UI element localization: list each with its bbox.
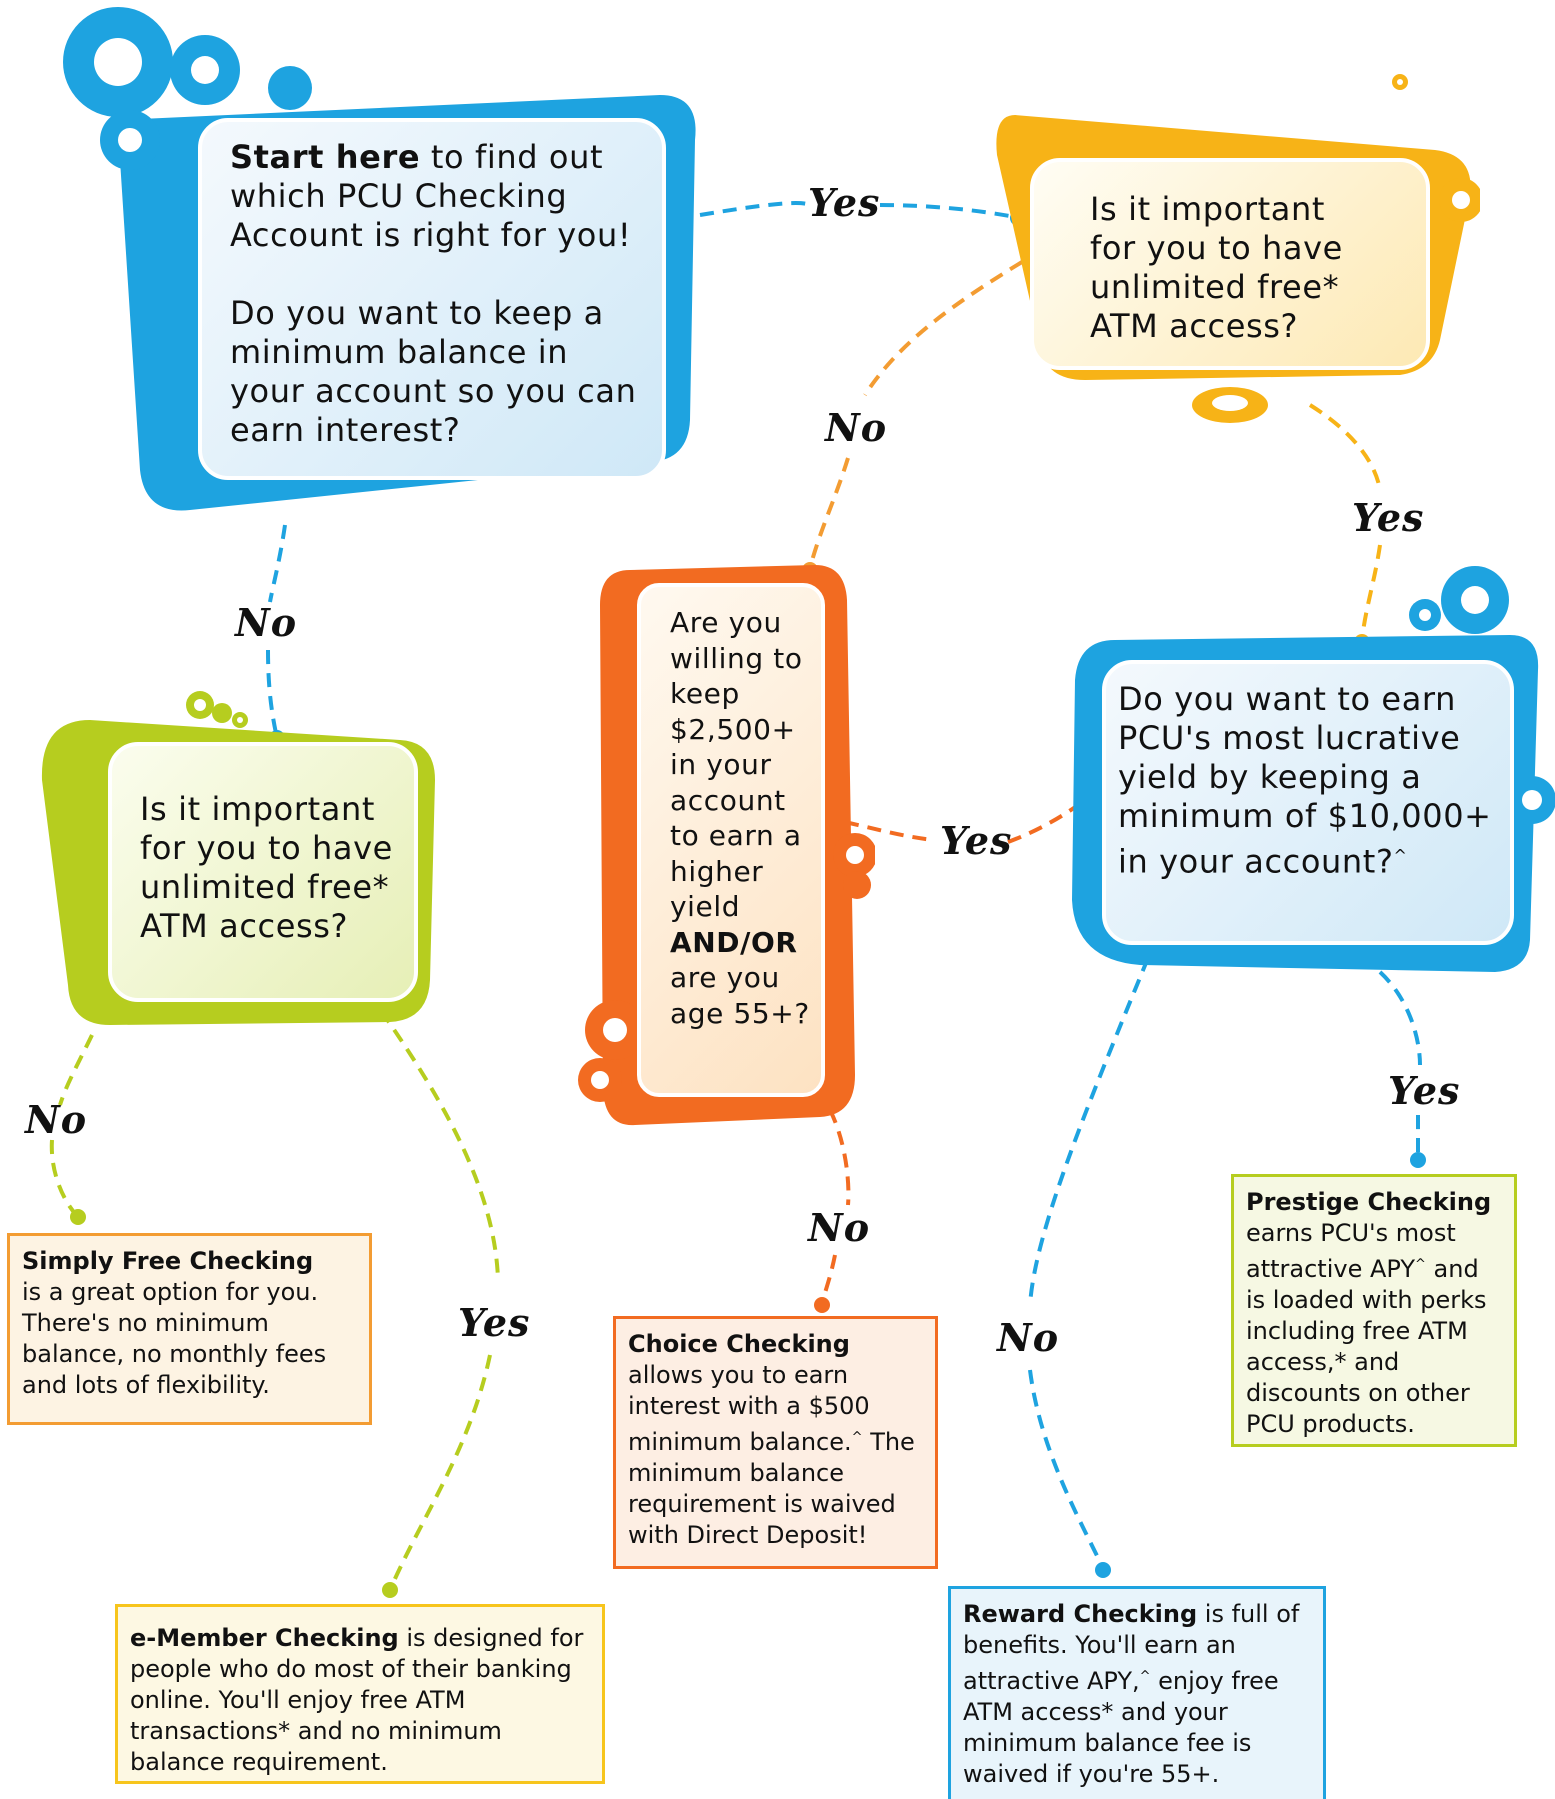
start-frame: Start here to find out which PCU Checkin… [0,0,700,530]
atm-left-panel [108,742,418,1002]
choice-question-text-after: are you age 55+? [670,961,810,1030]
start-intro: Start here to find out which PCU Checkin… [230,138,650,255]
start-question: Start here to find out which PCU Checkin… [230,138,650,450]
connector-dot [382,1582,398,1598]
label-yes: Yes [1388,1068,1461,1113]
prestige-question: Do you want to earn PCU's most lucrative… [1118,680,1513,882]
start-frame-panel [198,118,666,480]
result-desc: is a great option for you. There's no mi… [22,1278,327,1399]
connector-no-reward [1028,1369,1105,1569]
connector-no-choice [808,457,850,569]
result-desc-2: and is loaded with perks including free … [1246,1255,1487,1438]
label-yes: Yes [1352,495,1425,540]
choice-question-bold: AND/OR [670,925,798,959]
result-name: Simply Free Checking [22,1247,314,1275]
connector-dot [1095,1562,1111,1578]
result-reward: Reward Checking is full of benefits. You… [948,1586,1326,1799]
label-no: No [235,600,298,645]
atm-top-panel [1030,158,1430,370]
label-no: No [808,1205,871,1250]
result-name: e-Member Checking [130,1624,399,1652]
prestige-question-frame: Do you want to earn PCU's most lucrative… [1060,560,1555,1000]
label-no: No [825,405,888,450]
start-title-rest: to find out which PCU Checking Account i… [230,138,632,254]
connector-prestige-yes [1378,970,1422,1066]
start-question-text: Do you want to keep a minimum balance in… [230,294,637,449]
label-yes: Yes [458,1300,531,1345]
result-name: Reward Checking [963,1600,1198,1628]
result-name: Prestige Checking [1246,1188,1492,1216]
result-desc-2: The minimum balance requirement is waive… [628,1428,915,1549]
connector-prestige-no [1028,957,1150,1306]
label-no: No [997,1315,1060,1360]
label-yes: Yes [808,180,881,225]
label-no: No [25,1097,88,1142]
connector-yes-prestige-q [1360,544,1382,641]
prestige-question-panel [1102,660,1514,945]
result-choice: Choice Checking allows you to earn inter… [613,1316,938,1569]
choice-question-text: Are you willing to keep $2,500+ in your … [670,606,803,923]
result-prestige: Prestige Checking earns PCU's most attra… [1231,1174,1517,1447]
result-desc-2: enjoy free ATM access* and your minimum … [963,1667,1279,1788]
connector-yes-emember [388,1354,492,1591]
connector-dot [1410,1152,1426,1168]
choice-question-panel [637,583,825,1097]
caret-mark: ^ [1415,1257,1426,1272]
caret-mark: ^ [1139,1669,1151,1684]
result-desc: earns PCU's most attractive APY [1246,1219,1456,1283]
connector-dot [70,1209,86,1225]
atm-top-question: Is it important for you to have unlimite… [1090,190,1343,345]
result-simply-free: Simply Free Checking is a great option f… [7,1233,372,1425]
connector-yes-atm-top [879,203,1021,220]
choice-question: Are you willing to keep $2,500+ in your … [670,605,820,1031]
connector-dot [814,1297,830,1313]
atm-left-question: Is it important for you to have unlimite… [140,790,393,945]
connector-no-simply-free [49,1139,80,1219]
connector-atm-top-no [863,260,1024,397]
connector-start-yes [699,201,811,217]
connector-atm-left-no [58,1034,94,1106]
connector-choice-yes [844,820,936,842]
caret-mark: ^ [1393,846,1408,865]
result-emember: e-Member Checking is designed for people… [115,1604,605,1784]
prestige-question-text: Do you want to earn PCU's most lucrative… [1118,680,1492,881]
label-yes: Yes [940,818,1013,863]
result-name: Choice Checking [628,1330,850,1358]
result-desc: is full of benefits. You'll earn an attr… [963,1600,1300,1695]
connector-start-no [268,524,287,603]
atm-left-frame: Is it important for you to have unlimite… [30,680,440,1030]
result-desc: allows you to earn interest with a $500 … [628,1361,870,1456]
start-title-bold: Start here [230,138,421,176]
caret-mark: ^ [851,1430,863,1445]
choice-question-frame: Are you willing to keep $2,500+ in your … [575,555,875,1155]
connector-atm-left-yes [366,990,500,1281]
result-desc: is designed for people who do most of th… [130,1624,584,1776]
connector-atm-top-yes [1308,403,1382,491]
atm-top-frame: Is it important for you to have unlimite… [985,70,1480,440]
connector-choice-no [828,1109,851,1206]
